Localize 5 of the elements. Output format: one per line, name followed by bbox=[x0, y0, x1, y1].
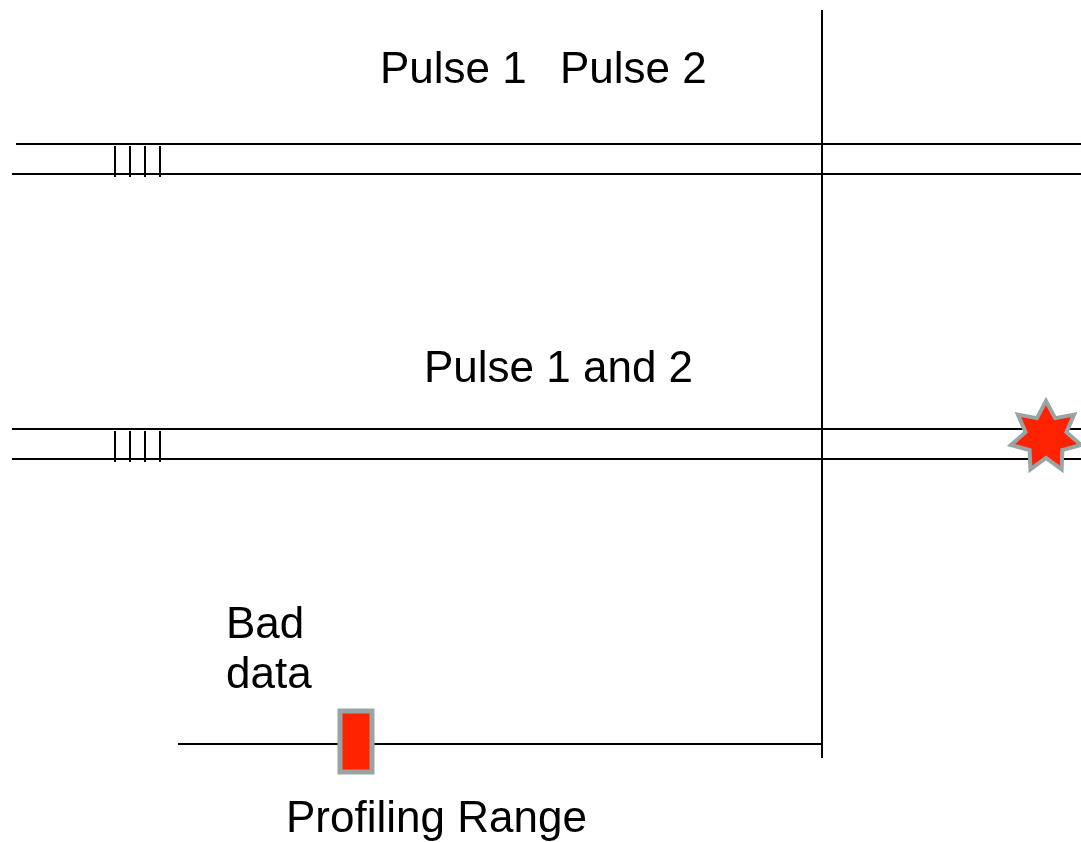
range-label: Profiling Range bbox=[286, 792, 587, 842]
pulse-label: Pulse 2 bbox=[560, 43, 707, 93]
pulse-label: Pulse 1 bbox=[380, 43, 527, 93]
note-text: Bad data bbox=[226, 598, 313, 698]
pulse-label: Pulse 1 and 2 bbox=[424, 342, 694, 392]
